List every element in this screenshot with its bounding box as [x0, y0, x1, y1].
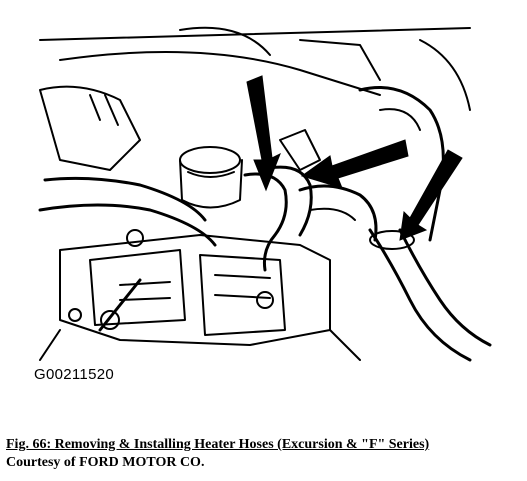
arrow-callouts [246, 75, 463, 241]
engine-illustration [38, 26, 492, 362]
arrow-callout-icon [300, 139, 409, 189]
figure-credit: Courtesy of FORD MOTOR CO. [6, 455, 205, 470]
arrow-callout-icon [399, 149, 463, 241]
figure-code: G00211520 [34, 366, 114, 383]
figure-caption: Fig. 66: Removing & Installing Heater Ho… [6, 437, 430, 452]
engine-line-drawing [38, 26, 492, 362]
arrow-callout-icon [246, 75, 281, 192]
